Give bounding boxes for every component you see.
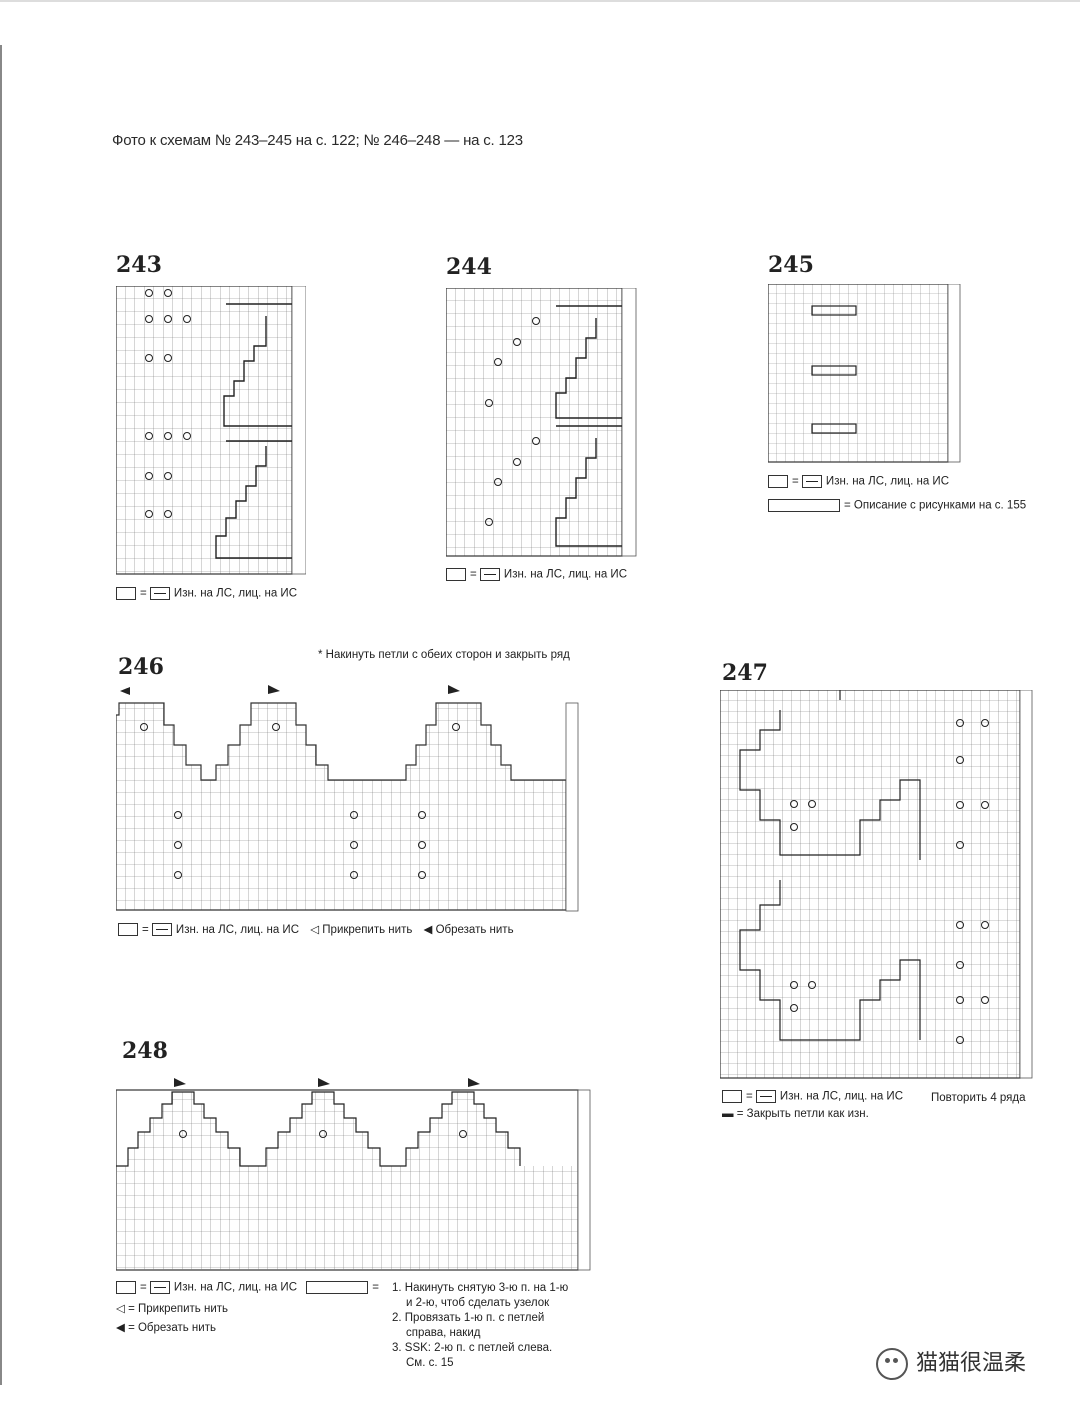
chart-243-number: 243 bbox=[116, 252, 162, 278]
notes-248: 1. Накинуть снятую 3-ю п. на 1-ю и 2-ю, … bbox=[392, 1282, 569, 1369]
chart-245-grid bbox=[768, 284, 961, 463]
chart-247-repeat: Повторить 4 ряда bbox=[931, 1092, 1026, 1104]
attach-yarn-icon: ◁ bbox=[116, 1303, 125, 1315]
page-caption: Фото к схемам № 243–245 на с. 122; № 246… bbox=[112, 132, 523, 149]
empty-cell-icon bbox=[118, 923, 138, 937]
legend-248-cut: ◀ = Обрезать нить bbox=[116, 1322, 216, 1334]
bind-off-icon: ▬ bbox=[722, 1108, 734, 1120]
chart-243-grid bbox=[116, 286, 306, 575]
chart-244-grid bbox=[446, 288, 637, 557]
left-border bbox=[0, 45, 2, 1385]
legend-243: = Изн. на ЛС, лиц. на ИС bbox=[116, 587, 297, 600]
empty-cell-icon bbox=[116, 587, 136, 600]
chart-246 bbox=[116, 685, 582, 913]
legend-245-description: Описание с рисунками на с. 155 bbox=[853, 499, 1027, 512]
chart-248-number: 248 bbox=[122, 1038, 168, 1064]
chart-247-number: 247 bbox=[722, 660, 768, 686]
chart-247-grid bbox=[720, 690, 1033, 1079]
dash-cell-icon bbox=[479, 568, 500, 581]
legend-248-attach: ◁ = Прикрепить нить bbox=[116, 1303, 229, 1315]
cut-yarn-icon: ◀ bbox=[423, 924, 433, 936]
watermark: 猫猫很温柔 bbox=[876, 1345, 1026, 1380]
chart-248 bbox=[116, 1076, 594, 1272]
legend-247: = Изн. на ЛС, лиц. на ИС bbox=[722, 1090, 903, 1103]
chart-245-number: 245 bbox=[768, 252, 814, 278]
chart-246-note: * Накинуть петли с обеих сторон и закрыт… bbox=[318, 649, 570, 661]
watermark-text: 猫猫很温柔 bbox=[916, 1351, 1027, 1376]
chart-247 bbox=[720, 690, 1036, 1080]
chart-244 bbox=[446, 288, 638, 558]
attach-yarn-icon: ◁ bbox=[310, 924, 320, 936]
legend-243-text: Изн. на ЛС, лиц. на ИС bbox=[173, 587, 298, 600]
legend-244-text: Изн. на ЛС, лиц. на ИС bbox=[503, 568, 628, 581]
legend-248-a: = Изн. на ЛС, лиц. на ИС = bbox=[116, 1281, 379, 1294]
chart-246-grid bbox=[116, 685, 579, 912]
chart-243 bbox=[116, 286, 306, 576]
legend-245-b: = Описание с рисунками на с. 155 bbox=[768, 499, 1026, 512]
legend-246: = Изн. на ЛС, лиц. на ИС ◁ Прикрепить ни… bbox=[118, 922, 514, 937]
legend-247-bindoff: ▬ = Закрыть петли как изн. bbox=[722, 1108, 869, 1120]
dash-cell-icon bbox=[149, 1281, 170, 1294]
cut-yarn-icon: ◀ bbox=[116, 1322, 125, 1334]
empty-cell-icon bbox=[722, 1090, 742, 1103]
chart-245 bbox=[768, 284, 963, 464]
legend-245-text: Изн. на ЛС, лиц. на ИС bbox=[825, 475, 950, 488]
motif-cell-icon bbox=[768, 499, 840, 512]
top-border bbox=[0, 0, 1080, 2]
chart-248-grid bbox=[116, 1078, 591, 1271]
empty-cell-icon bbox=[446, 568, 466, 581]
empty-cell-icon bbox=[116, 1281, 136, 1294]
dash-cell-icon bbox=[149, 587, 170, 600]
knot-motif-icon bbox=[306, 1281, 369, 1294]
chart-246-number: 246 bbox=[118, 654, 164, 680]
dash-cell-icon bbox=[151, 923, 172, 937]
legend-244: = Изн. на ЛС, лиц. на ИС bbox=[446, 568, 627, 581]
empty-cell-icon bbox=[768, 475, 788, 488]
dash-cell-icon bbox=[801, 475, 822, 488]
dash-cell-icon bbox=[755, 1090, 776, 1103]
chart-244-number: 244 bbox=[446, 254, 492, 280]
wechat-icon bbox=[876, 1348, 908, 1380]
legend-245-a: = Изн. на ЛС, лиц. на ИС bbox=[768, 475, 949, 488]
